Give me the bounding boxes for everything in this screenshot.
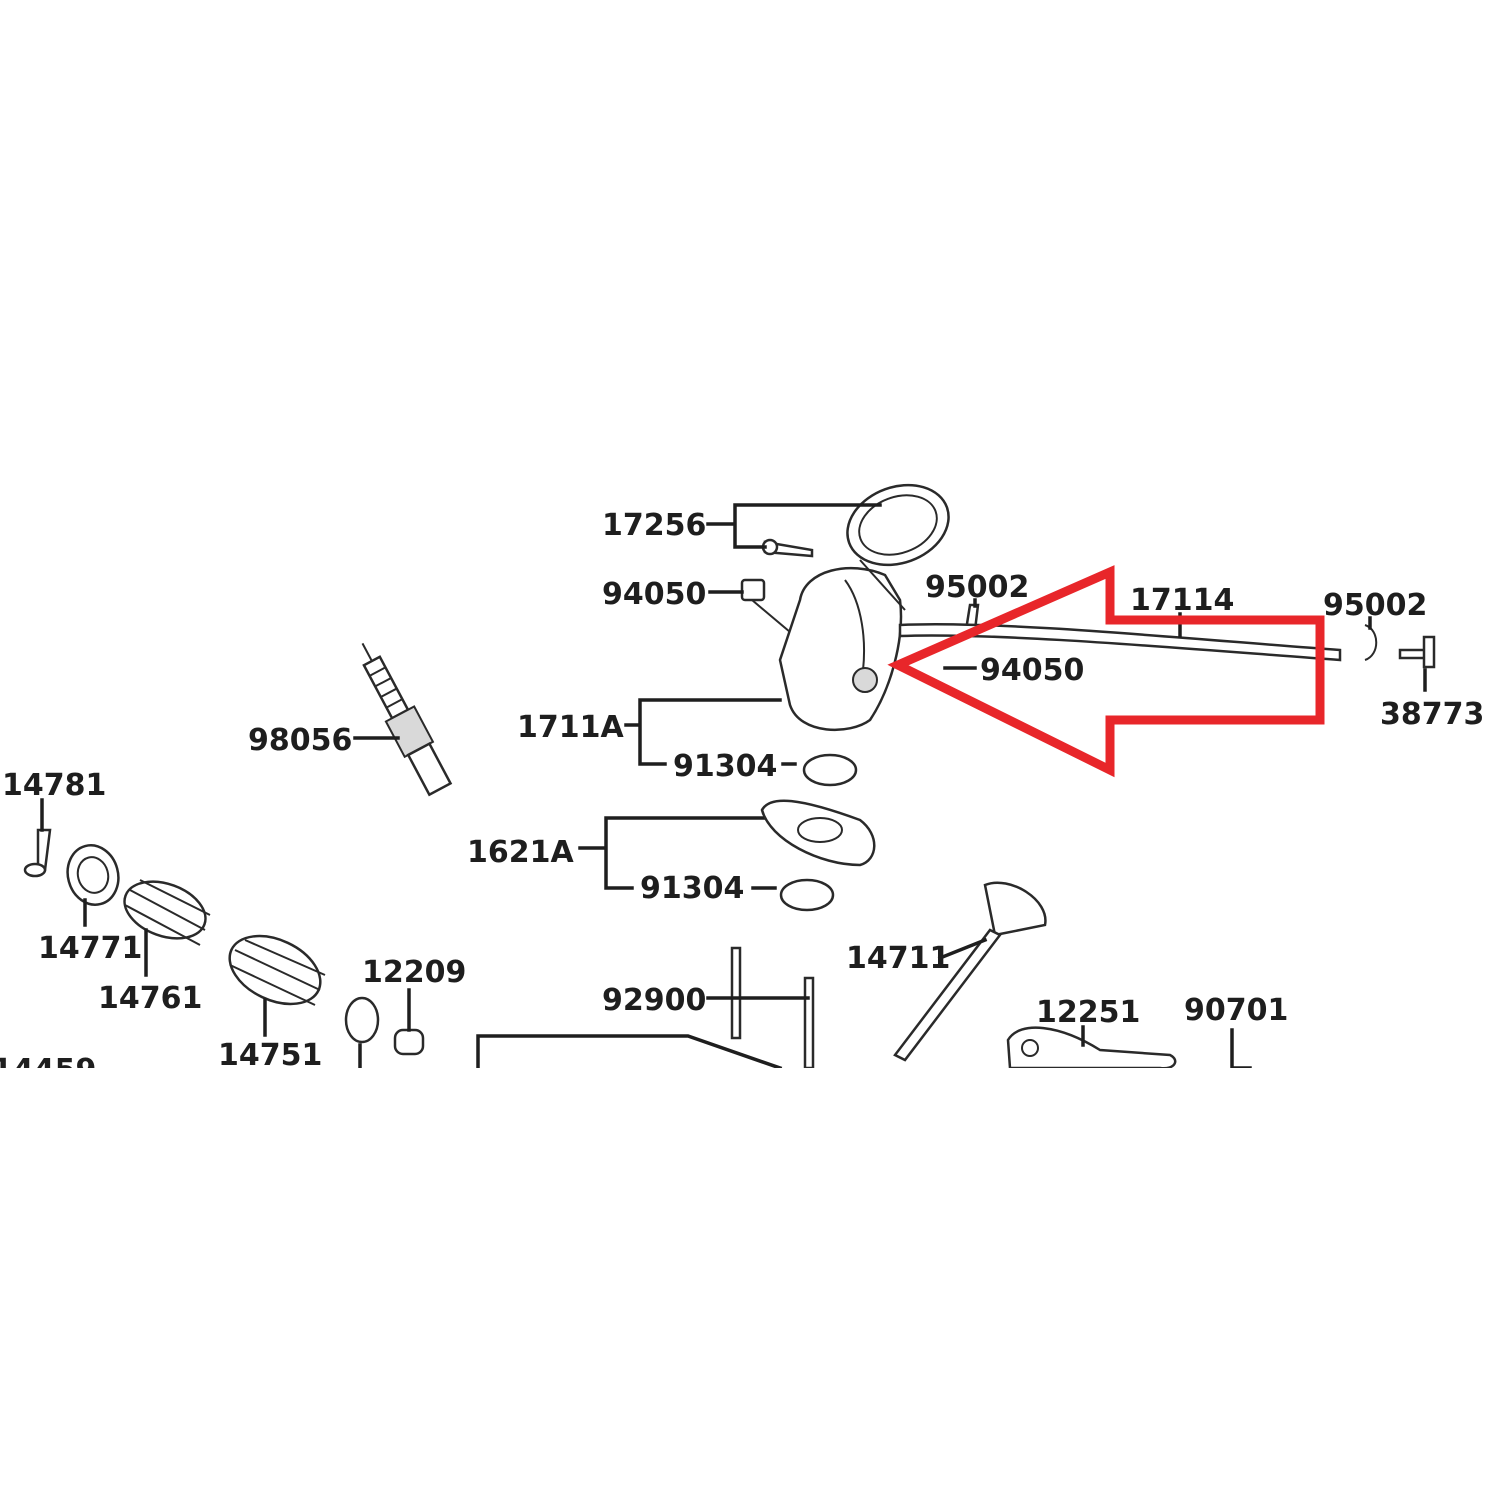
label-14781: 14781: [2, 768, 106, 803]
label-14711: 14711: [846, 941, 950, 976]
label-17256: 17256: [602, 508, 706, 543]
valve-parts-left: [23, 828, 425, 1056]
label-95002-right: 95002: [1323, 588, 1427, 623]
label-92900: 92900: [602, 983, 706, 1018]
label-1711A: 1711A: [517, 710, 624, 745]
label-14751: 14751: [218, 1038, 322, 1073]
label-38773: 38773: [1380, 697, 1484, 732]
label-90701: 90701: [1184, 993, 1288, 1028]
label-12251: 12251: [1036, 995, 1140, 1030]
insulator-1621A: [760, 799, 876, 867]
label-94050-mid: 94050: [980, 653, 1084, 688]
label-94050-top: 94050: [602, 577, 706, 612]
valve-14711: [893, 881, 1047, 1062]
label-14771: 14771: [38, 931, 142, 966]
label-14459-cut: 14459: [0, 1053, 96, 1088]
label-1621A: 1621A: [467, 835, 574, 870]
intake-assembly: [740, 483, 1436, 731]
label-12209: 12209: [362, 955, 466, 990]
label-95002-left: 95002: [925, 570, 1029, 605]
highlight-arrow: [887, 565, 1325, 778]
gasket-91304-top: [802, 753, 858, 787]
label-17114: 17114: [1130, 583, 1234, 618]
label-91304-bottom: 91304: [640, 871, 744, 906]
studs-92900: [730, 946, 815, 1070]
label-98056: 98056: [248, 723, 352, 758]
gasket-91304-bottom: [779, 878, 835, 912]
label-91304-top: 91304: [673, 749, 777, 784]
rocker-12251: [1006, 1026, 1177, 1070]
label-14761: 14761: [98, 981, 202, 1016]
spark-plug-98056: [361, 642, 453, 797]
blank-lower-area: [0, 1068, 1500, 1500]
